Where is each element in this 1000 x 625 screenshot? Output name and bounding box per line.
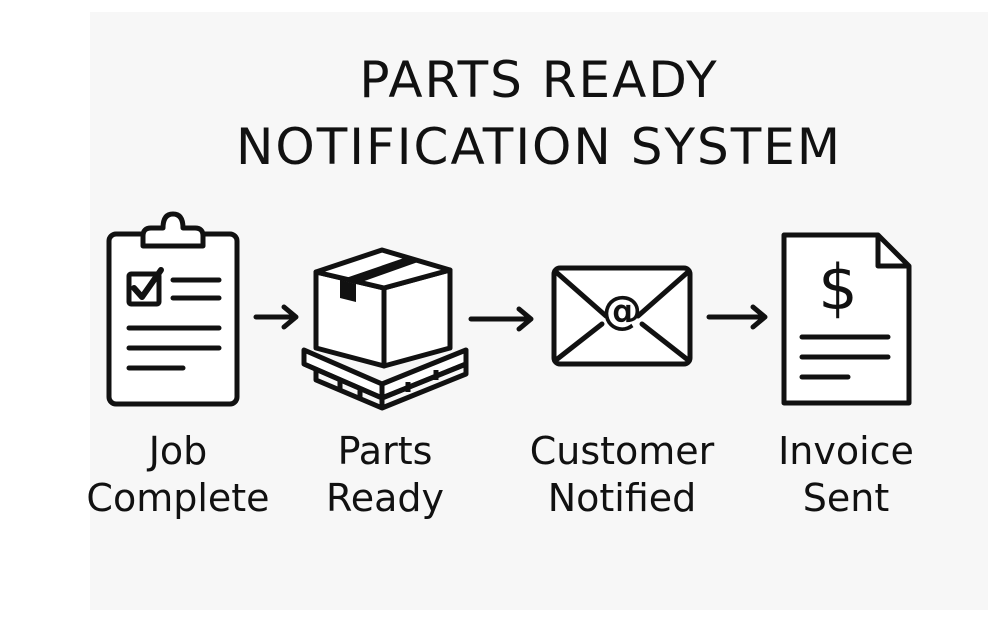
svg-text:$: $ (818, 251, 857, 324)
flow-arrow-3 (706, 304, 768, 330)
step-label-parts-ready: Parts Ready (275, 428, 495, 521)
step-label-customer-notified: Customer Notified (512, 428, 732, 521)
clipboard-checklist-icon (105, 210, 241, 408)
step-label-line: Notified (547, 475, 697, 520)
diagram-title-line-2: NOTIFICATION SYSTEM (235, 118, 843, 176)
step-label-line: Job (148, 429, 208, 473)
step-label-line: Complete (86, 475, 270, 520)
step-label-line: Ready (326, 475, 444, 520)
diagram-title-line-1: PARTS READY (359, 51, 719, 109)
step-label-line: Parts (337, 429, 433, 473)
svg-text:@: @ (602, 288, 642, 334)
step-label-line: Customer (529, 429, 715, 473)
email-envelope-icon: @ (550, 264, 694, 368)
invoice-dollar-icon: $ (780, 231, 913, 407)
step-label-line: Invoice (778, 429, 914, 473)
flow-arrow-2 (468, 306, 534, 332)
flow-arrow-1 (253, 304, 299, 330)
step-label-invoice-sent: Invoice Sent (736, 428, 956, 521)
step-label-job-complete: Job Complete (68, 428, 288, 521)
box-on-pallet-icon (300, 244, 470, 410)
step-label-line: Sent (802, 475, 890, 520)
